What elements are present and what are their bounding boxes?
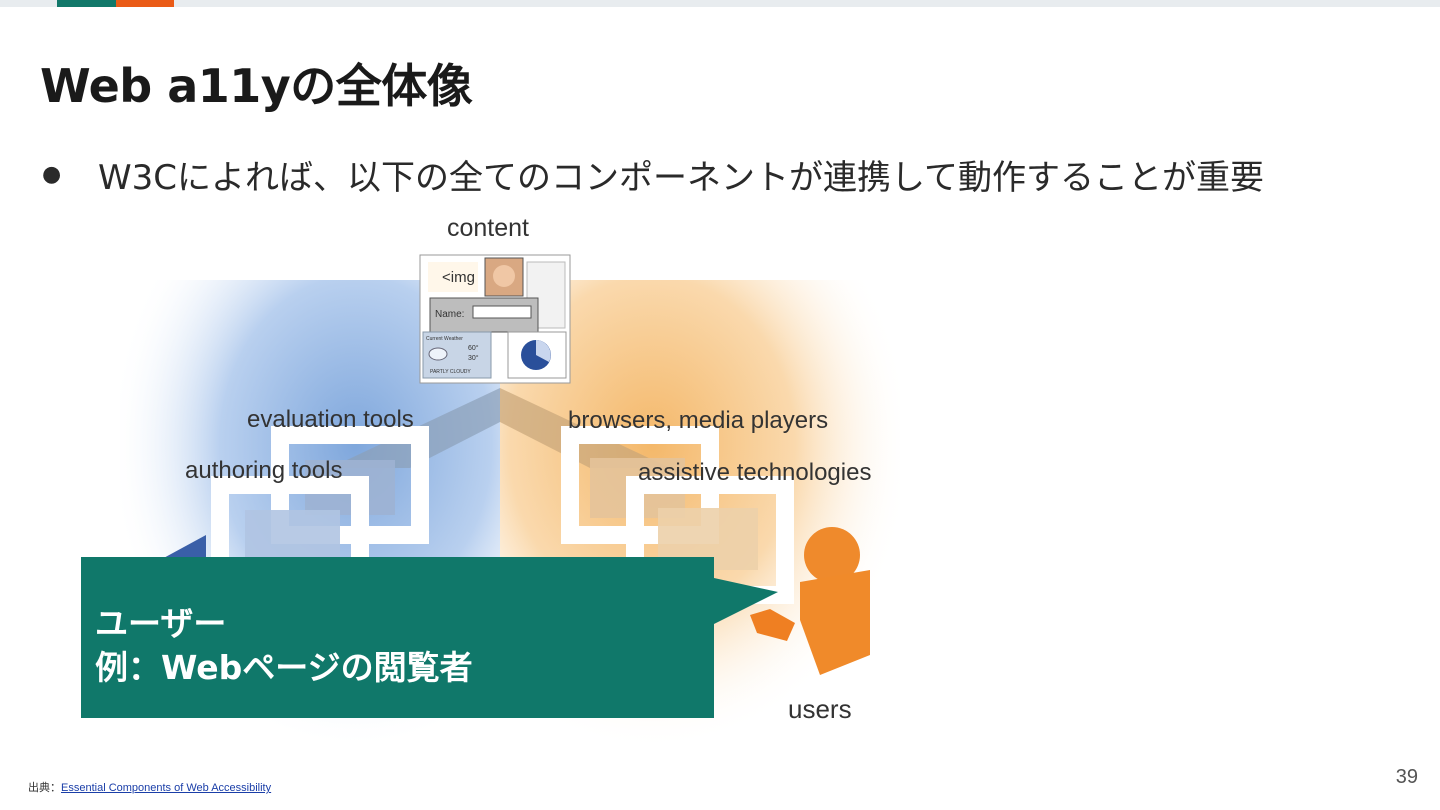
- label-assistive: assistive technologies: [638, 459, 871, 486]
- bullet-text: W3Cによれば、以下の全てのコンポーネントが連携して動作することが重要: [98, 158, 1264, 198]
- cloud-icon: [428, 347, 448, 361]
- page-number: 39: [1395, 766, 1418, 788]
- bullet-dot-icon: ●: [42, 162, 62, 187]
- label-authoring-tools: authoring tools: [185, 457, 342, 484]
- weather-status: PARTLY CLOUDY: [430, 369, 471, 375]
- label-evaluation-tools: evaluation tools: [247, 406, 414, 433]
- accent-orange-segment: [116, 0, 174, 7]
- label-browsers: browsers, media players: [568, 407, 828, 434]
- source-link[interactable]: Essential Components of Web Accessibilit…: [61, 782, 272, 794]
- user-body-icon: [800, 570, 870, 675]
- weather-low: 30°: [468, 354, 479, 362]
- accessibility-components-diagram: <img Name: Current Weather 60° 30° PARTL…: [120, 214, 900, 750]
- callout-pointer: [714, 578, 778, 624]
- content-image: <img Name: Current Weather 60° 30° PARTL…: [419, 254, 571, 384]
- top-accent-bar: [0, 0, 1440, 7]
- user-callout: ユーザー 例：Webページの閲覧者: [81, 557, 714, 718]
- img-tag-text: <img: [442, 269, 475, 286]
- name-field-label: Name:: [435, 309, 464, 320]
- weather-title: Current Weather: [426, 336, 463, 342]
- slide-title: Web a11yの全体像: [40, 59, 473, 113]
- weather-high: 60°: [468, 344, 479, 352]
- user-head-icon: [804, 527, 860, 583]
- source-prefix: 出典：: [28, 782, 61, 794]
- accent-green-segment: [57, 0, 116, 7]
- callout-line-2: 例：Webページの閲覧者: [95, 648, 473, 687]
- source-citation: 出典：Essential Components of Web Accessibi…: [28, 779, 271, 795]
- label-users: users: [788, 694, 852, 724]
- name-field-input: [472, 305, 532, 319]
- callout-line-1: ユーザー: [95, 604, 227, 643]
- bullet-item: ● W3Cによれば、以下の全てのコンポーネントが連携して動作することが重要: [42, 150, 1264, 199]
- user-hand-icon: [750, 609, 795, 641]
- label-content: content: [447, 214, 529, 242]
